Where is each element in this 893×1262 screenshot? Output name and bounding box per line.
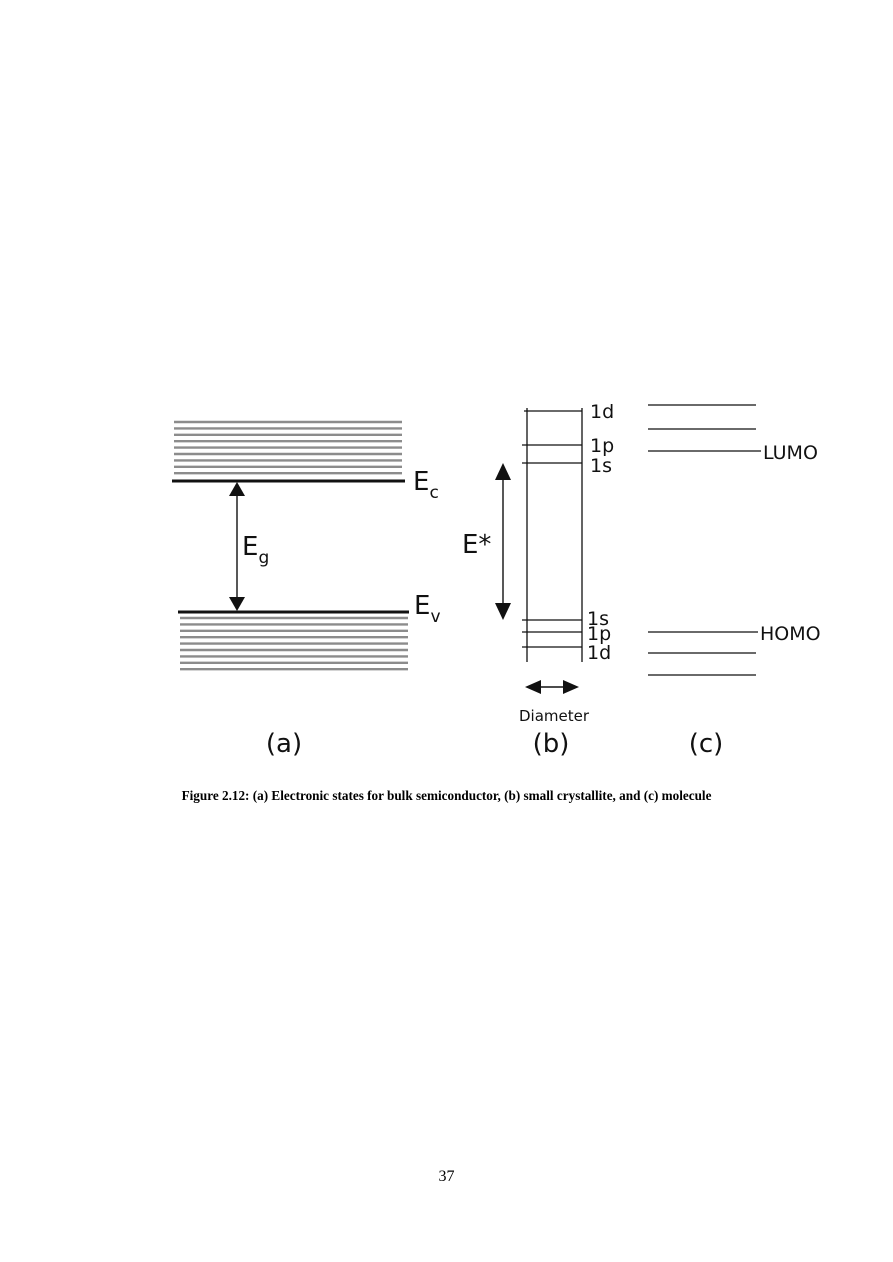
diameter-arrowhead-right: [563, 680, 579, 694]
panel-b-label: (b): [533, 729, 570, 759]
level-label-1s-lower: 1s: [587, 608, 609, 630]
figure-caption: Figure 2.12: (a) Electronic states for b…: [181, 788, 712, 803]
electronic-states-figure: Eg Ec Ev (a) 1d 1p 1s 1s 1p 1d E* Diamet…: [172, 401, 821, 759]
panel-c-label: (c): [689, 729, 724, 759]
conduction-band-states: [174, 420, 402, 475]
page-number: 37: [438, 1168, 455, 1185]
ec-label: Ec: [413, 467, 439, 503]
band-gap-arrowhead-up: [229, 482, 245, 496]
e-star-arrowhead-down: [495, 603, 511, 620]
level-label-1d-lower: 1d: [587, 642, 611, 664]
level-label-1p-lower: 1p: [587, 623, 611, 645]
level-label-1d-upper: 1d: [590, 401, 614, 423]
panel-c: LUMO HOMO (c): [648, 404, 821, 759]
diameter-label: Diameter: [519, 707, 590, 725]
lumo-label: LUMO: [763, 442, 818, 464]
ev-label: Ev: [414, 591, 441, 627]
eg-label: Eg: [242, 532, 269, 568]
level-label-1p-upper: 1p: [590, 435, 614, 457]
band-gap-arrowhead-down: [229, 597, 245, 611]
homo-label: HOMO: [760, 623, 821, 645]
level-label-1s-upper: 1s: [590, 455, 612, 477]
e-star-arrowhead-up: [495, 463, 511, 480]
e-star-label: E*: [462, 530, 491, 560]
panel-b: 1d 1p 1s 1s 1p 1d E* Diameter (b): [462, 401, 614, 759]
panel-a-label: (a): [266, 729, 302, 759]
valence-band-states: [180, 616, 408, 671]
diameter-arrowhead-left: [525, 680, 541, 694]
panel-a: Eg Ec Ev (a): [172, 420, 441, 759]
